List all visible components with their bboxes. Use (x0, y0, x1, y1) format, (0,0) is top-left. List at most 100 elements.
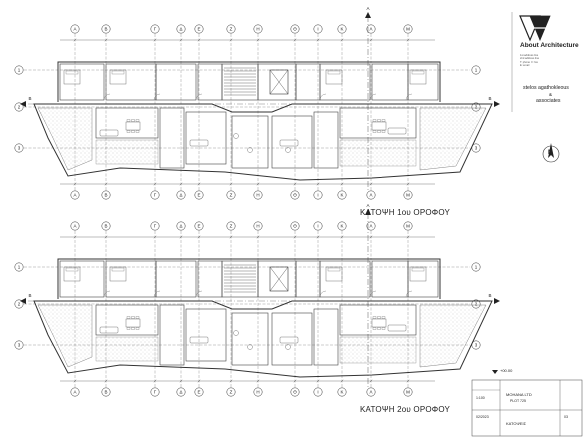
grid-bubble (176, 24, 186, 34)
grid-bubble (403, 221, 413, 231)
dimension-tick (316, 235, 320, 239)
section-label-b: B (28, 293, 31, 298)
planter (285, 147, 291, 153)
chair (126, 316, 131, 319)
grid-label: Δ (179, 193, 182, 198)
door-swing (153, 290, 161, 298)
bed (409, 69, 427, 85)
grid-label: 1 (475, 265, 478, 270)
plan-title-1st-floor: ΚΑΤΟΨΗ 1ου ΟΡΟΦΟΥ (360, 208, 451, 217)
grid-bubble (176, 190, 186, 200)
dimension-tick (256, 38, 260, 42)
room (185, 308, 227, 362)
terrace-mid-right (339, 139, 417, 167)
chair (135, 119, 140, 122)
grid-bubble (70, 24, 80, 34)
north-arrow-label: N (548, 150, 553, 156)
dimension-tick (369, 235, 373, 239)
chair (377, 130, 381, 133)
title-block-client: MOHANA LTD (506, 392, 532, 397)
terrace-left (37, 304, 93, 368)
dimension-tick (73, 379, 77, 383)
building-outline-upper (57, 61, 441, 102)
dimension-tick (153, 38, 157, 42)
grid-bubble (366, 24, 376, 34)
chair (381, 316, 386, 319)
pillow (65, 267, 79, 272)
dimension-tick (293, 379, 297, 383)
grid-bubble (471, 65, 481, 75)
grid-label: Λ (369, 390, 372, 395)
grid-bubble (313, 190, 323, 200)
dimension-tick (104, 182, 108, 186)
grid-label: H (256, 193, 259, 198)
grid-bubble (14, 299, 24, 309)
grid-label: 1 (18, 68, 21, 73)
grid-bubble (194, 24, 204, 34)
door-swing (369, 290, 377, 298)
grid-bubble (194, 221, 204, 231)
grid-label: B (104, 27, 107, 32)
grid-bubble (253, 24, 263, 34)
grid-bubble (150, 221, 160, 231)
dimension-tick (340, 235, 344, 239)
grid-bubble (471, 262, 481, 272)
chair (131, 327, 135, 330)
room (295, 260, 321, 298)
dimension-tick (293, 235, 297, 239)
room (155, 260, 197, 298)
grid-bubble (101, 190, 111, 200)
grid-label: 3 (18, 343, 21, 348)
door-swing (153, 93, 161, 101)
room (339, 304, 417, 336)
level-mark: +00.00 (500, 368, 513, 373)
chair (381, 327, 386, 330)
chair (135, 316, 140, 319)
grid-label: 2 (475, 105, 478, 110)
room (197, 63, 223, 101)
bed (325, 69, 343, 85)
dimension-tick (73, 235, 77, 239)
pillow (411, 70, 425, 75)
dimension-tick (104, 235, 108, 239)
chair (377, 316, 381, 319)
associates-label: associates (536, 98, 561, 104)
dimension-tick (104, 379, 108, 383)
section-arrow-a (365, 12, 371, 18)
grid-bubble (194, 190, 204, 200)
grid-label: Z (230, 390, 233, 395)
grid-bubble (290, 387, 300, 397)
grid-bubble (337, 24, 347, 34)
stair-core (224, 264, 256, 293)
chair (372, 119, 377, 122)
dimension-tick (316, 38, 320, 42)
door-swing (195, 93, 203, 101)
grid-label: M (406, 224, 410, 229)
dimension-tick (293, 38, 297, 42)
dimension-tick (197, 379, 201, 383)
grid-bubble (226, 221, 236, 231)
dimension-tick (256, 235, 260, 239)
pillow (111, 267, 125, 272)
grid-label: Λ (369, 27, 372, 32)
chair (131, 119, 135, 122)
grid-bubble (337, 387, 347, 397)
grid-bubble (366, 387, 376, 397)
dimension-tick (340, 379, 344, 383)
grid-bubble (176, 221, 186, 231)
grid-bubble (337, 190, 347, 200)
associates-name: stelos agathokleous (523, 85, 569, 91)
grid-label: H (256, 390, 259, 395)
grid-label: I (317, 390, 318, 395)
grid-label: Λ (369, 224, 372, 229)
lift-shaft (269, 69, 289, 95)
title-block-drawing: ΚΑΤΟΨΕΙΣ (506, 421, 527, 426)
chair (126, 327, 131, 330)
grid-label: K (340, 27, 343, 32)
associates-ampersand: & (549, 92, 553, 97)
grid-label: Z (230, 224, 233, 229)
section-arrow-b (20, 298, 26, 304)
dimension-tick (179, 182, 183, 186)
grid-label: 1 (475, 68, 478, 73)
